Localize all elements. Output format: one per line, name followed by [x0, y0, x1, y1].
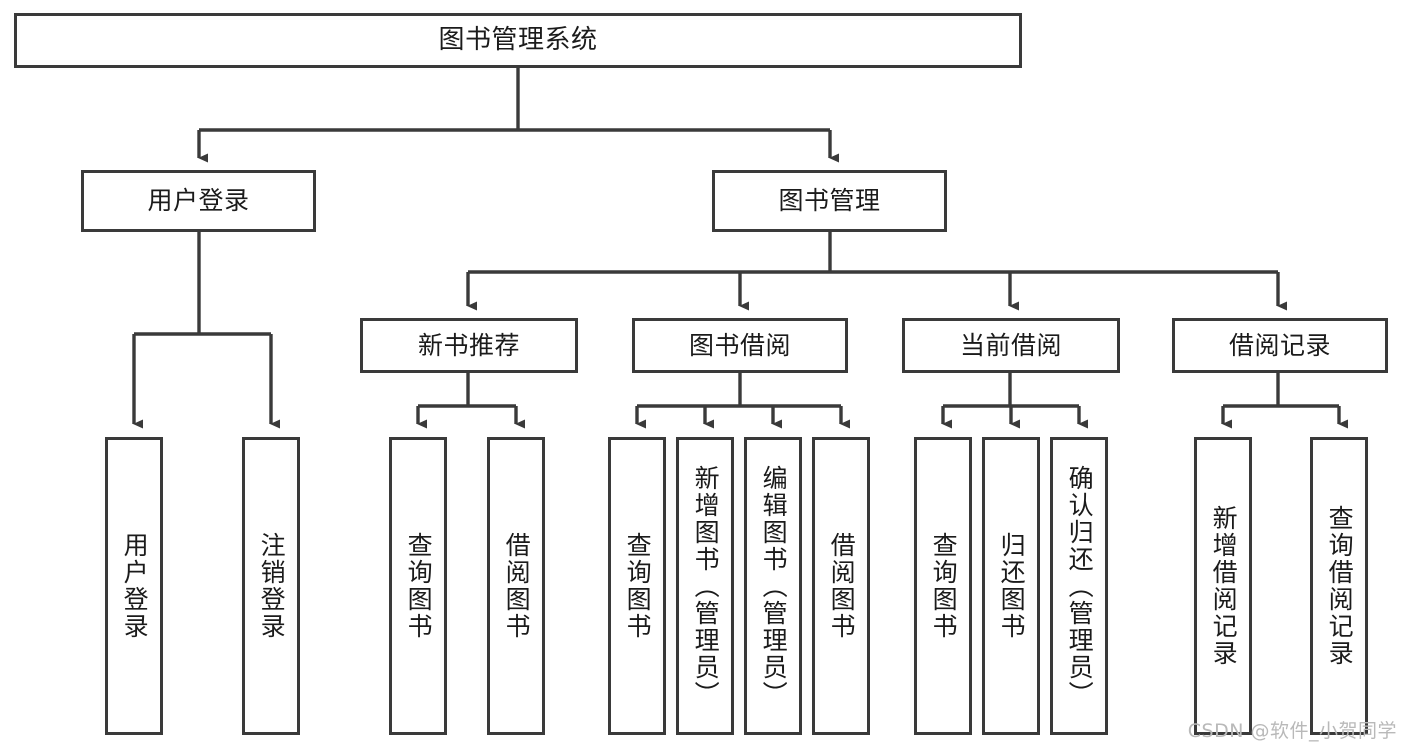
leaf-book-borrow-borrow[interactable]: 借阅图书 — [812, 437, 870, 735]
node-label: 图书管理系统 — [438, 25, 598, 56]
node-label: 查询借阅记录 — [1325, 505, 1355, 667]
node-label: 确认归还（管理员） — [1065, 464, 1095, 708]
node-label: 查询图书 — [404, 532, 434, 640]
leaf-user-login-login[interactable]: 用户登录 — [105, 437, 163, 735]
node-label: 注销登录 — [257, 532, 287, 640]
node-current-borrow[interactable]: 当前借阅 — [902, 318, 1120, 373]
node-label: 图书管理 — [778, 186, 881, 216]
node-label: 新书推荐 — [417, 330, 520, 360]
leaf-book-borrow-edit[interactable]: 编辑图书（管理员） — [744, 437, 802, 735]
node-root-system[interactable]: 图书管理系统 — [14, 13, 1022, 68]
node-book-borrow[interactable]: 图书借阅 — [632, 318, 848, 373]
watermark-text: CSDN @软件_小贺同学 — [1187, 720, 1397, 742]
node-label: 查询图书 — [623, 532, 653, 640]
node-label: 新增借阅记录 — [1209, 505, 1239, 667]
leaf-new-book-borrow[interactable]: 借阅图书 — [487, 437, 545, 735]
node-borrow-record[interactable]: 借阅记录 — [1172, 318, 1388, 373]
leaf-book-borrow-query[interactable]: 查询图书 — [608, 437, 666, 735]
node-label: 用户登录 — [120, 532, 150, 640]
leaf-current-borrow-return[interactable]: 归还图书 — [982, 437, 1040, 735]
node-label: 当前借阅 — [959, 330, 1062, 360]
node-label: 借阅记录 — [1228, 330, 1331, 360]
node-label: 查询图书 — [929, 532, 959, 640]
node-label: 图书借阅 — [688, 330, 791, 360]
node-label: 用户登录 — [147, 186, 250, 216]
node-book-management[interactable]: 图书管理 — [712, 170, 947, 232]
node-label: 借阅图书 — [827, 532, 857, 640]
node-label: 归还图书 — [997, 532, 1027, 640]
node-new-book-recommend[interactable]: 新书推荐 — [360, 318, 578, 373]
node-user-login[interactable]: 用户登录 — [81, 170, 316, 232]
node-label: 借阅图书 — [502, 532, 532, 640]
leaf-borrow-record-add[interactable]: 新增借阅记录 — [1194, 437, 1252, 735]
leaf-borrow-record-query[interactable]: 查询借阅记录 — [1310, 437, 1368, 735]
node-label: 新增图书（管理员） — [691, 464, 721, 708]
leaf-new-book-query[interactable]: 查询图书 — [389, 437, 447, 735]
leaf-current-borrow-query[interactable]: 查询图书 — [914, 437, 972, 735]
leaf-current-borrow-confirm[interactable]: 确认归还（管理员） — [1050, 437, 1108, 735]
leaf-user-login-logout[interactable]: 注销登录 — [242, 437, 300, 735]
leaf-book-borrow-add[interactable]: 新增图书（管理员） — [676, 437, 734, 735]
node-label: 编辑图书（管理员） — [759, 464, 789, 708]
